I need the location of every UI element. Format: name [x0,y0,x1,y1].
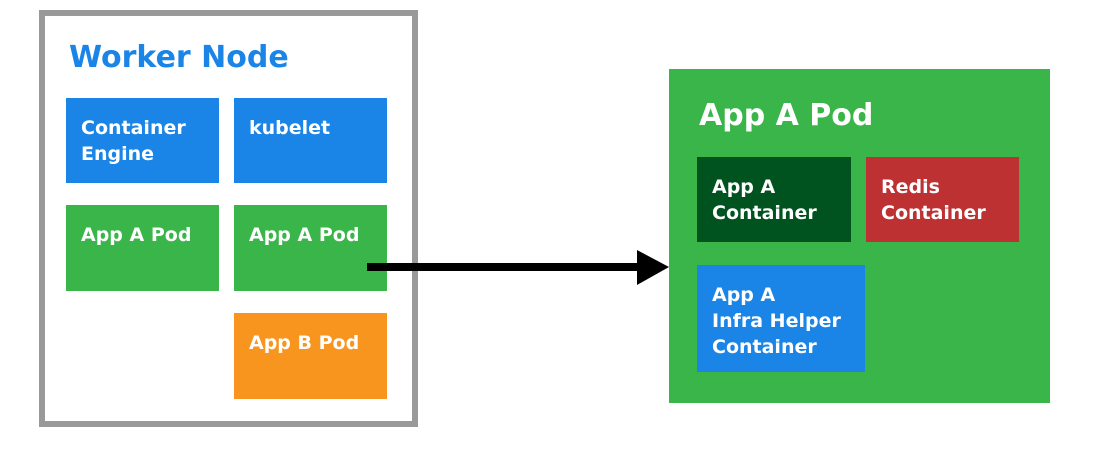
arrow-head [637,250,669,285]
app-b-pod-box: App B Pod [234,313,387,399]
app-a-pod-box-1: App A Pod [66,205,219,291]
kubelet-box: kubelet [234,98,387,183]
app-a-pod-box-2: App A Pod [234,205,387,291]
app-a-pod-detail-title: App A Pod [699,98,874,133]
container-engine-box: Container Engine [66,98,219,183]
worker-node-title: Worker Node [69,40,289,75]
app-a-container-box: App A Container [697,157,851,242]
infra-helper-container-box: App A Infra Helper Container [697,265,865,372]
redis-container-box: Redis Container [866,157,1019,242]
